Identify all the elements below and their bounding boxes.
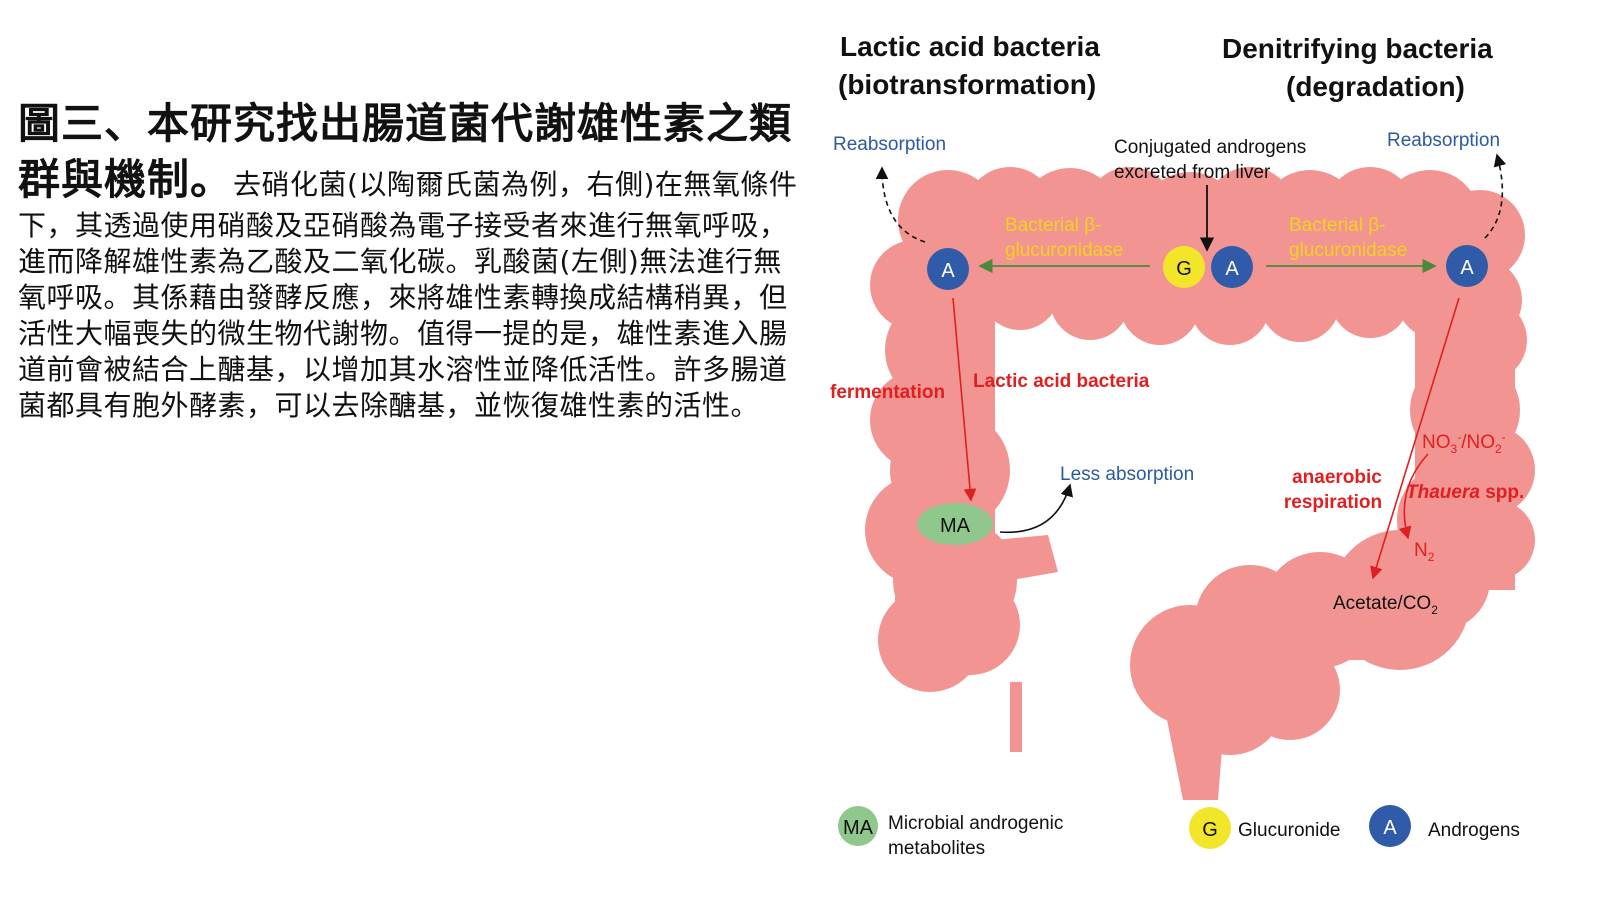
anaerobic-label-line2: respiration <box>1284 492 1382 513</box>
nitrate-nitrite-label: NO3-/NO2- <box>1422 430 1506 456</box>
svg-text:G: G <box>1176 258 1192 280</box>
metabolite-node: MA <box>917 503 993 545</box>
legend-a-symbol: A <box>1369 805 1411 847</box>
enzyme-left-line2: glucuronidase <box>1005 240 1123 261</box>
legend-a-label: Androgens <box>1428 820 1520 841</box>
legend-g-symbol: G <box>1189 807 1231 849</box>
reabsorption-right-label: Reabsorption <box>1387 130 1500 151</box>
anaerobic-label-line1: anaerobic <box>1292 467 1382 488</box>
colon-diagram: Lactic acid bacteria (biotransformation)… <box>830 31 1535 859</box>
legend-ma-label-line1: Microbial androgenic <box>888 813 1063 834</box>
caption-title: 圖三、本研究找出腸道菌代謝雄性素之類群與機制。 <box>18 99 793 204</box>
reabsorption-right-arrow <box>1484 153 1507 239</box>
svg-text:A: A <box>1225 258 1239 280</box>
svg-text:A: A <box>1460 257 1474 279</box>
left-header-line1: Lactic acid bacteria <box>840 31 1100 62</box>
legend-ma-symbol: MA <box>838 806 878 846</box>
lactic-acid-bacteria-label: Lactic acid bacteria <box>973 371 1150 392</box>
caption-body: 去硝化菌(以陶爾氏菌為例，右側)在無氧條件下，其透過使用硝酸及亞硝酸為電子接受者… <box>18 168 798 422</box>
glucuronide-node: G <box>1163 246 1205 288</box>
nitrate-reduction-arrow <box>1398 453 1429 540</box>
less-absorption-arrow <box>999 483 1073 534</box>
fermentation-label: fermentation <box>830 382 945 403</box>
legend-g-label: Glucuronide <box>1238 820 1340 841</box>
less-absorption-label: Less absorption <box>1060 464 1194 485</box>
conjugated-label-line1: Conjugated androgens <box>1114 137 1306 158</box>
androgen-node-left: A <box>927 248 969 290</box>
reabsorption-left-label: Reabsorption <box>833 134 946 155</box>
right-header-line2: (degradation) <box>1286 71 1465 102</box>
enzyme-left-line1: Bacterial β- <box>1005 215 1101 236</box>
acetate-co2-label: Acetate/CO2 <box>1333 593 1438 617</box>
legend: MA Microbial androgenic metabolites G Gl… <box>838 805 1520 859</box>
thauera-label: Thauera spp. <box>1406 482 1524 503</box>
anaerobic-respiration-arrow <box>1370 297 1460 580</box>
left-header-line2: (biotransformation) <box>838 69 1096 100</box>
figure-caption: 圖三、本研究找出腸道菌代謝雄性素之類群與機制。去硝化菌(以陶爾氏菌為例，右側)在… <box>18 96 803 424</box>
legend-ma-label-line2: metabolites <box>888 838 985 859</box>
svg-text:MA: MA <box>843 817 874 839</box>
svg-text:G: G <box>1202 819 1218 841</box>
colon-shape <box>865 167 1535 800</box>
enzyme-right-line1: Bacterial β- <box>1289 215 1385 236</box>
conjugated-label-line2: excreted from liver <box>1114 162 1271 183</box>
androgen-node-center: A <box>1211 246 1253 288</box>
n2-label: N2 <box>1414 540 1435 564</box>
enzyme-right-line2: glucuronidase <box>1289 240 1407 261</box>
svg-text:MA: MA <box>940 515 971 537</box>
androgen-node-right: A <box>1446 245 1488 287</box>
right-header-line1: Denitrifying bacteria <box>1222 33 1493 64</box>
svg-text:A: A <box>1383 817 1397 839</box>
fermentation-arrow <box>952 297 977 502</box>
svg-text:A: A <box>941 260 955 282</box>
